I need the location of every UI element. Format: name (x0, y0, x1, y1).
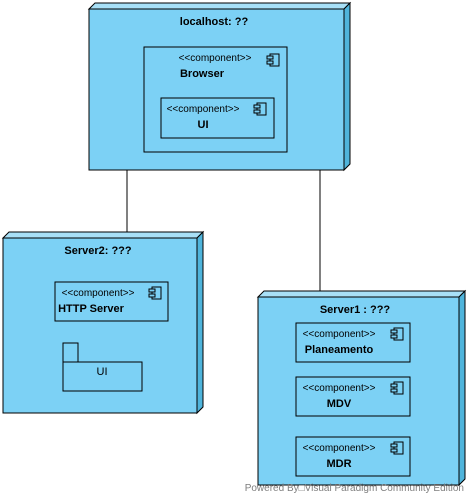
component-mdr-stereotype: <<component>> (303, 443, 376, 454)
component-browser-name: Browser (180, 68, 225, 80)
node-localhost[interactable]: localhost: ?? <<component>> Browser <<co… (87, 1, 352, 172)
component-ui-inner[interactable]: <<component>> UI (160, 97, 275, 139)
component-planeamento-stereotype: <<component>> (303, 329, 376, 340)
component-ui-inner-stereotype: <<component>> (167, 104, 240, 115)
component-http-server-name: HTTP Server (58, 303, 125, 315)
component-icon (390, 327, 404, 341)
node-localhost-title: localhost: ?? (180, 16, 249, 28)
component-planeamento-name: Planeamento (305, 344, 374, 356)
component-icon (253, 102, 267, 116)
component-planeamento[interactable]: <<component>> Planeamento (295, 322, 411, 363)
component-icon (266, 53, 280, 67)
component-browser-stereotype: <<component>> (179, 53, 252, 64)
component-http-server[interactable]: <<component>> HTTP Server (54, 281, 169, 322)
component-http-server-stereotype: <<component>> (62, 288, 135, 299)
footer-watermark: Powered By□Visual Paradigm Community Edi… (245, 483, 464, 494)
component-mdr-name: MDR (326, 458, 351, 470)
package-ui[interactable]: UI (62, 342, 143, 392)
node-server1[interactable]: Server1 : ??? <<component>> Planeamento … (256, 289, 467, 487)
component-icon (148, 286, 162, 300)
node-server1-title: Server1 : ??? (320, 304, 391, 316)
component-icon (390, 441, 404, 455)
component-ui-inner-name: UI (198, 119, 209, 131)
component-mdv-stereotype: <<component>> (303, 383, 376, 394)
component-browser[interactable]: <<component>> Browser (143, 46, 288, 153)
component-icon (390, 381, 404, 395)
node-server2[interactable]: Server2: ??? <<component>> HTTP Server U… (1, 230, 205, 415)
component-mdr[interactable]: <<component>> MDR (295, 436, 411, 477)
node-server2-title: Server2: ??? (64, 245, 132, 257)
component-mdv-name: MDV (327, 398, 352, 410)
package-ui-name: UI (97, 366, 108, 378)
component-mdv[interactable]: <<component>> MDV (295, 376, 411, 417)
